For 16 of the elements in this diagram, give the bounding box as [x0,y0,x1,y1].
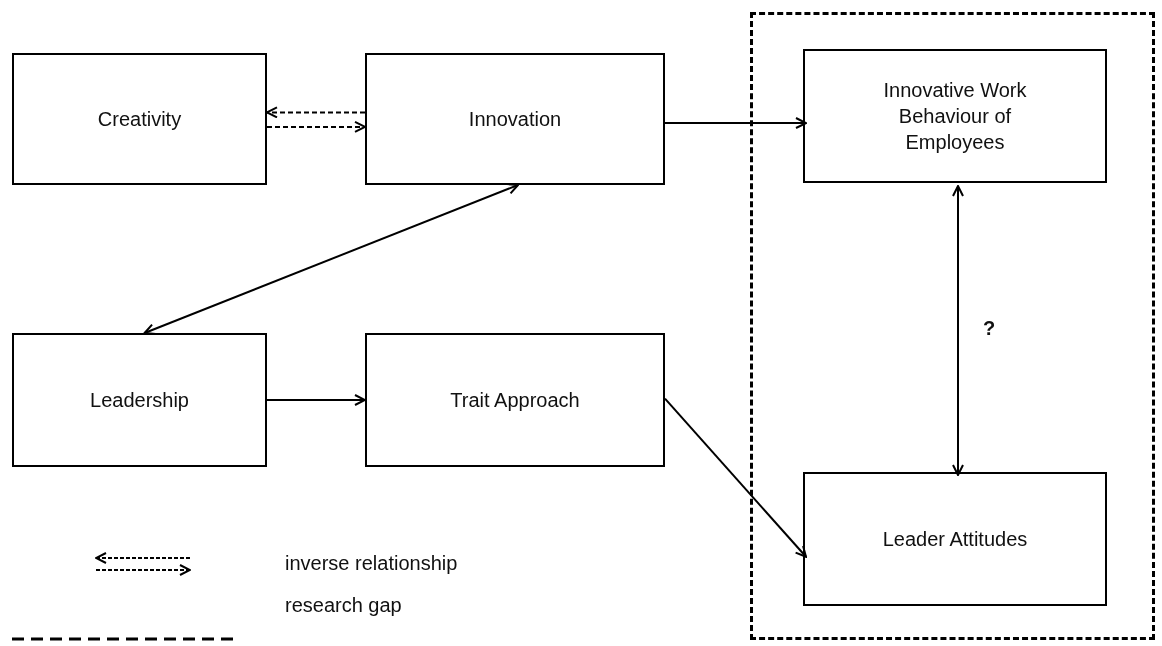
process-box [365,53,665,185]
node-label: Innovation [468,107,562,132]
edge-label: ? [983,316,996,340]
node-label: Trait Approach [450,388,580,413]
process-box [12,333,267,467]
dashed-region [750,12,1155,640]
node-label: Creativity [97,107,182,132]
node-label: Leader Attitudes [882,527,1028,552]
process-box [803,472,1107,606]
process-box [12,53,267,185]
node-label: Leadership [90,388,189,413]
node-label: Innovative Work Behaviour of Employees [882,78,1028,155]
process-box [365,333,665,467]
legend-label: research gap [285,594,402,617]
legend-label: inverse relationship [285,552,458,575]
process-box [803,49,1107,183]
